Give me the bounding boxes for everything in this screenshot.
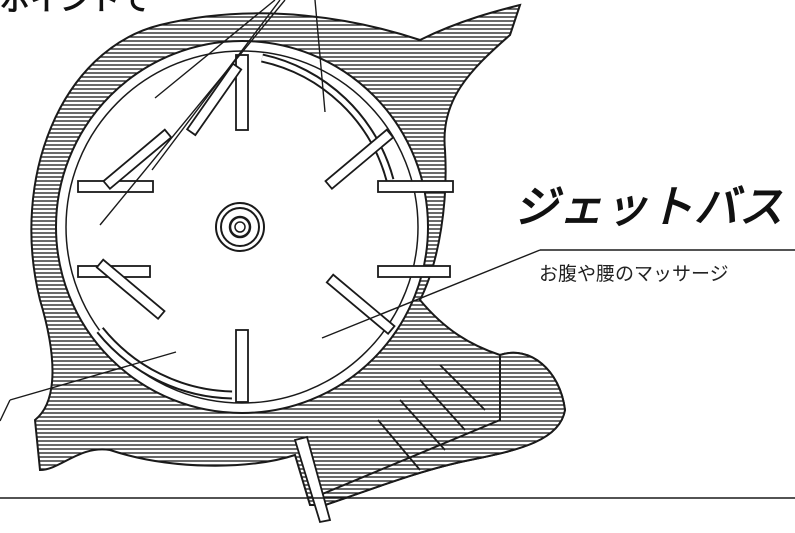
jet-bath-title: ジェットバス <box>514 182 784 233</box>
callout-lines <box>0 0 795 499</box>
drain-icon <box>215 202 265 252</box>
basin-floor <box>55 40 429 414</box>
top-callout-label: ポイントで <box>0 0 150 18</box>
seat-dividers <box>77 54 454 403</box>
jet-bath-description: お腹や腰のマッサージ <box>539 263 729 285</box>
tub-step <box>293 364 486 524</box>
